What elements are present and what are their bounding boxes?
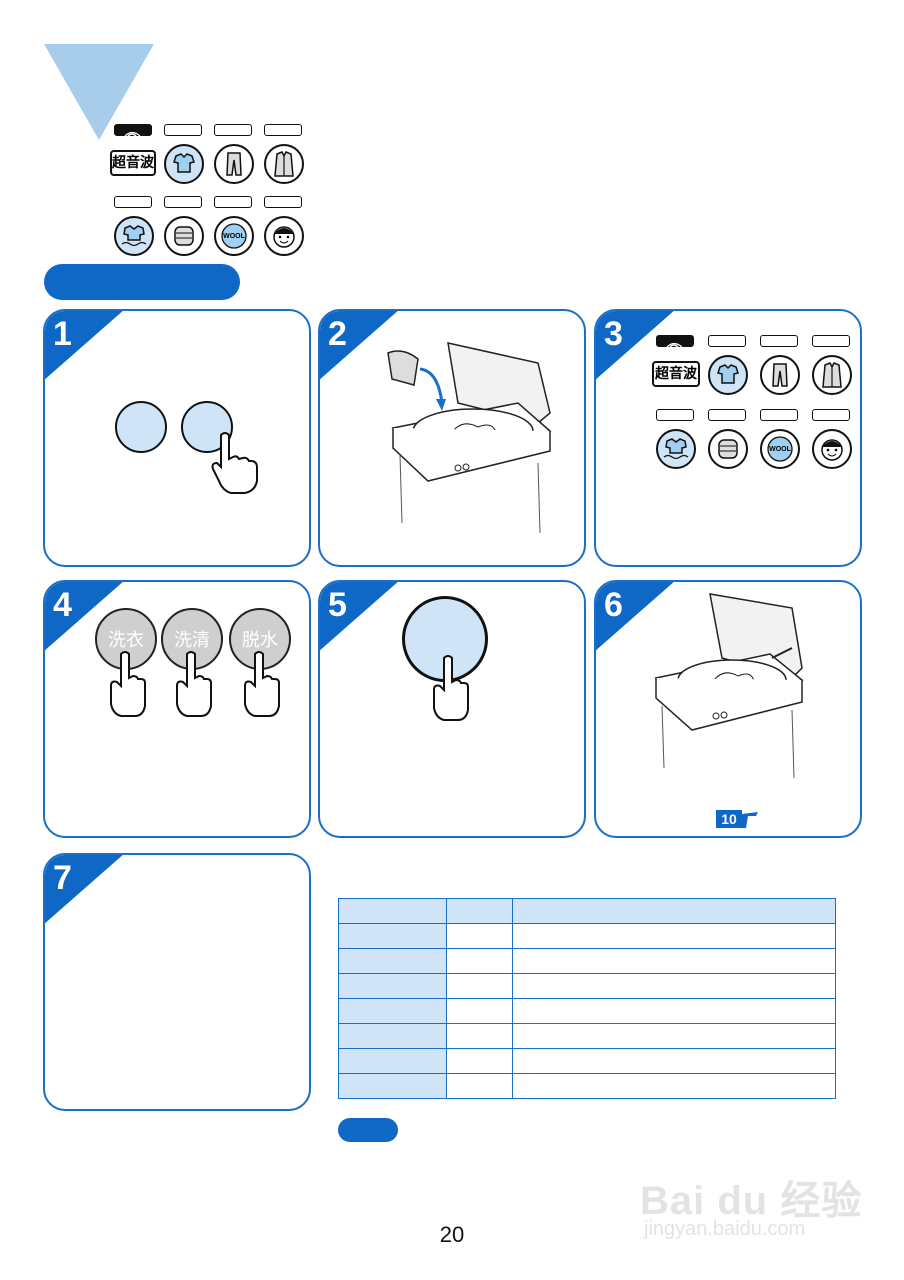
top-pants-icon <box>214 144 254 184</box>
table-row <box>338 948 836 974</box>
step-panel-2: 2 <box>318 309 586 567</box>
top-control-panel-illustration: 超音波 WOOL <box>108 122 308 262</box>
label-slot <box>708 335 746 347</box>
step-badge-triangle <box>45 582 123 651</box>
ultrasonic-label: 超音波 <box>652 361 700 387</box>
table-row <box>338 923 836 949</box>
step-number: 5 <box>328 586 347 624</box>
top-wool-icon: WOOL <box>214 216 254 256</box>
wool-icon: WOOL <box>760 429 800 469</box>
table-header-row <box>338 898 836 924</box>
program-panel-illustration: 超音波 WOOL <box>650 333 860 473</box>
pointing-hand-icon <box>244 651 280 717</box>
label-slot <box>812 335 850 347</box>
step-number: 7 <box>53 859 72 897</box>
step-number: 6 <box>604 586 623 624</box>
pointer-arrow-icon <box>742 812 758 828</box>
step-number: 2 <box>328 315 347 353</box>
step-panel-1: 1 <box>43 309 311 567</box>
step-badge-triangle <box>320 311 398 380</box>
pointing-hand-icon <box>176 651 212 717</box>
ultrasonic-indicator <box>656 335 694 348</box>
washer-open-lid-illustration <box>654 593 804 778</box>
soak-shirt-icon <box>656 429 696 469</box>
top-soak-shirt-icon <box>114 216 154 256</box>
top-label-slot <box>214 124 252 136</box>
top-child-face-icon <box>264 216 304 256</box>
label-slot <box>656 409 694 421</box>
top-label-slot <box>214 196 252 208</box>
top-label-slot <box>264 124 302 136</box>
step-badge-triangle <box>596 311 674 380</box>
top-ultrasonic-indicator <box>114 124 152 137</box>
top-label-slot <box>164 196 202 208</box>
step-badge-triangle <box>45 311 123 380</box>
page-reference-badge: 10 <box>716 810 742 828</box>
pointing-hand-icon <box>433 655 469 721</box>
table-row <box>338 973 836 999</box>
step-badge-triangle <box>596 582 674 651</box>
page-number: 20 <box>439 1222 465 1247</box>
step-panel-4: 4 洗衣 洗清 脱水 <box>43 580 311 838</box>
step-number: 4 <box>53 586 72 624</box>
step-panel-7: 7 <box>43 853 311 1111</box>
watermark-logo-text: Bai du 经验 <box>640 1179 863 1223</box>
pointing-hand-icon <box>110 651 146 717</box>
watermark-url: jingyan.baidu.com <box>644 1218 806 1240</box>
step-panel-3: 3 超音波 WOOL <box>594 309 862 567</box>
top-label-slot <box>114 196 152 208</box>
pointing-hand-icon <box>211 432 258 494</box>
top-label-slot <box>164 124 202 136</box>
top-wool-text: WOOL <box>223 233 245 240</box>
note-pill <box>338 1118 398 1142</box>
label-slot <box>760 409 798 421</box>
step-panel-6: 6 10 <box>594 580 862 838</box>
child-face-icon <box>812 429 852 469</box>
step-number: 3 <box>604 315 623 353</box>
power-button-illustration <box>115 401 167 453</box>
washer-loading-illustration <box>387 342 552 533</box>
top-coat-icon <box>264 144 304 184</box>
table-row <box>338 1048 836 1074</box>
step-badge-triangle <box>320 582 398 651</box>
label-slot <box>708 409 746 421</box>
corner-triangle-decoration <box>44 44 154 140</box>
top-blanket-icon <box>164 216 204 256</box>
table-row <box>338 998 836 1024</box>
pants-icon <box>760 355 800 395</box>
top-shirt-icon <box>164 144 204 184</box>
step-panel-5: 5 <box>318 580 586 838</box>
label-slot <box>812 409 850 421</box>
step-badge-triangle <box>45 855 123 924</box>
label-slot <box>760 335 798 347</box>
table-row <box>338 1073 836 1099</box>
wool-text: WOOL <box>769 446 791 453</box>
blanket-icon <box>708 429 748 469</box>
top-ultrasonic-label: 超音波 <box>110 150 156 176</box>
step-number: 1 <box>53 315 72 353</box>
table-row <box>338 1023 836 1049</box>
spec-table <box>338 898 836 1099</box>
coat-icon <box>812 355 852 395</box>
top-label-slot <box>264 196 302 208</box>
shirt-icon <box>708 355 748 395</box>
section-header-pill <box>44 264 240 300</box>
